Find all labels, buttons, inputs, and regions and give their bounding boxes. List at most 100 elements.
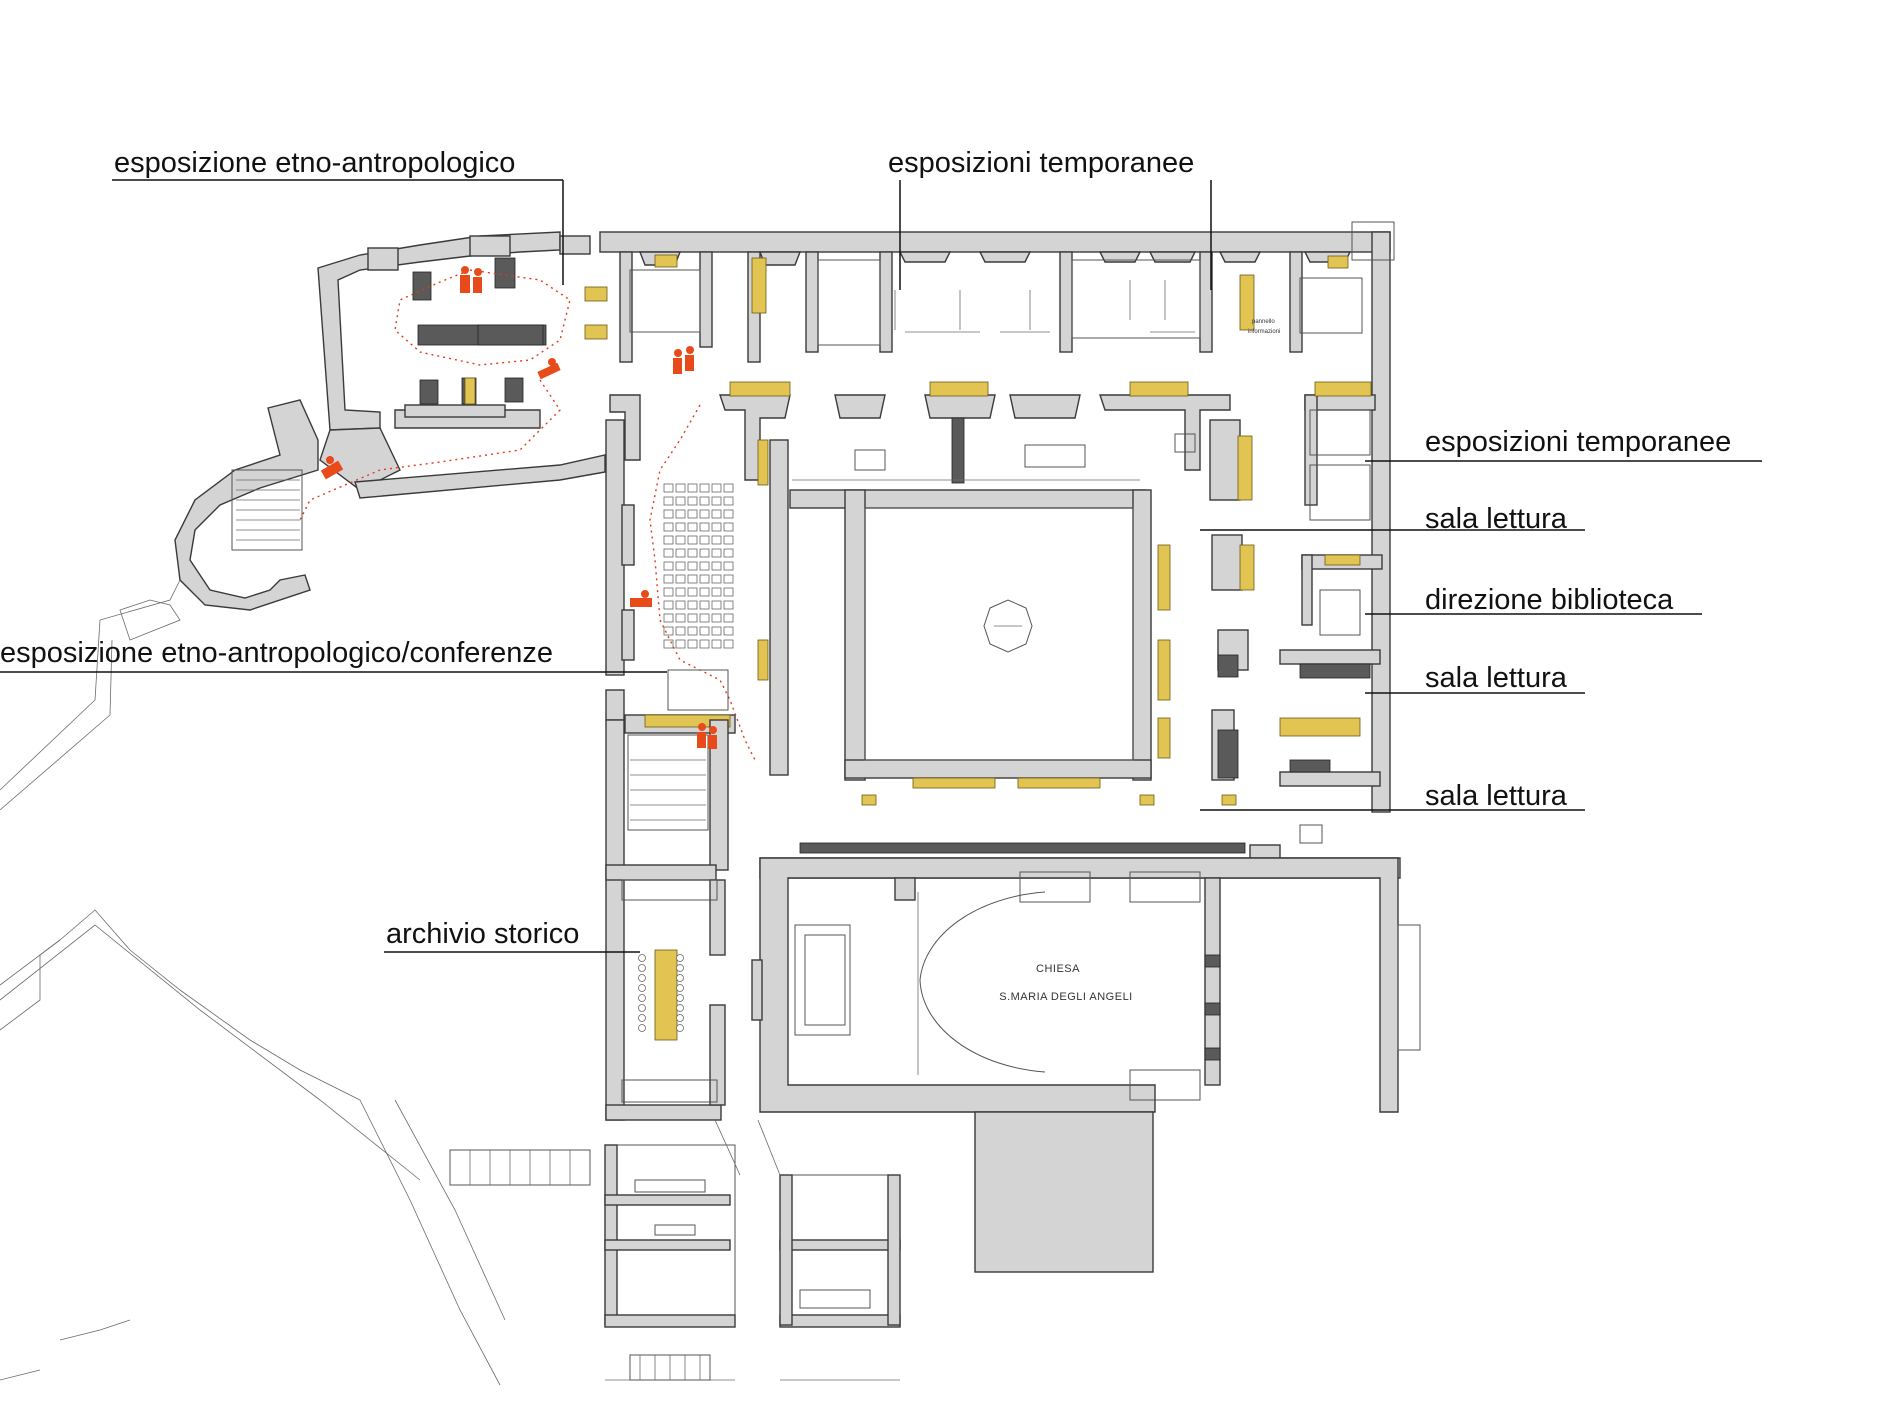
conference-seat [723, 548, 734, 558]
conference-seat [699, 561, 710, 571]
conference-seat [723, 483, 734, 493]
east-reading-rooms [1211, 409, 1383, 844]
conference-seat [687, 574, 698, 584]
conference-seat [663, 600, 674, 610]
archive-chair [676, 984, 684, 992]
conference-seat [663, 509, 674, 519]
visitor-figure [537, 358, 561, 380]
archive-chair [676, 974, 684, 982]
conference-seat [723, 509, 734, 519]
informazioni-note: informazioni [1248, 329, 1280, 335]
label-esposizioni-temporanee-top: esposizioni temporanee [888, 147, 1194, 179]
conference-seat [711, 639, 722, 649]
visitor-figure [630, 590, 652, 607]
central-courtyard [789, 489, 1237, 806]
conference-seat [699, 509, 710, 519]
conference-seat [711, 535, 722, 545]
archive-chair [638, 1004, 646, 1012]
conference-seat [699, 626, 710, 636]
conference-seat [699, 600, 710, 610]
conference-seat [675, 600, 686, 610]
conference-seat [687, 535, 698, 545]
conference-seat [699, 613, 710, 623]
conference-seat [687, 561, 698, 571]
conference-seat [723, 574, 734, 584]
conference-seat [663, 535, 674, 545]
conference-seat [663, 548, 674, 558]
conference-seat [687, 639, 698, 649]
label-esposizioni-temporanee-right: esposizioni temporanee [1425, 426, 1731, 458]
conference-seat [711, 574, 722, 584]
conference-seat [663, 561, 674, 571]
archive-chair [638, 1024, 646, 1032]
archive-stair-steps [630, 759, 706, 821]
conference-seat [711, 600, 722, 610]
conference-seat [687, 626, 698, 636]
conference-seat [711, 522, 722, 532]
archive-chair [638, 1014, 646, 1022]
north-west-wing [299, 231, 608, 521]
archive-chair [676, 994, 684, 1002]
archive-chair [638, 964, 646, 972]
visitor-figure [460, 266, 482, 293]
conference-seat [687, 509, 698, 519]
archive-chair [638, 974, 646, 982]
conference-seat [711, 561, 722, 571]
south-stair-steps [469, 1150, 571, 1185]
label-sala-lettura-3: sala lettura [1425, 780, 1568, 812]
conference-seat [687, 496, 698, 506]
conference-seat [711, 613, 722, 623]
conference-seat [675, 509, 686, 519]
conference-seat [699, 548, 710, 558]
archive-chair [676, 1004, 684, 1012]
visitor-figure [673, 346, 694, 374]
label-esposizione-etno-top: esposizione etno-antropologico [114, 147, 515, 179]
conference-seat [723, 639, 734, 649]
conference-seat [711, 626, 722, 636]
conference-seat [675, 561, 686, 571]
conference-seat [699, 535, 710, 545]
north-range: pannello informazioni [599, 221, 1395, 813]
conference-seat [675, 535, 686, 545]
conference-seat [711, 548, 722, 558]
conference-seat [711, 496, 722, 506]
west-stair-steps [236, 479, 300, 541]
conference-seat [699, 496, 710, 506]
courtyard-well [983, 599, 1033, 653]
conference-seat [687, 600, 698, 610]
conference-seat [675, 483, 686, 493]
conference-seat [723, 496, 734, 506]
conference-seat [675, 626, 686, 636]
archive-chair [676, 964, 684, 972]
label-esposizione-etno-conferenze: esposizione etno-antropologico/conferenz… [0, 637, 553, 669]
conference-room [605, 404, 789, 776]
conference-seat [699, 587, 710, 597]
conference-seat [675, 639, 686, 649]
conference-seat [663, 613, 674, 623]
conference-seat [663, 574, 674, 584]
label-sala-lettura-2: sala lettura [1425, 662, 1568, 694]
conference-seat [663, 496, 674, 506]
archive-chairs [638, 954, 684, 1032]
conference-seat [723, 535, 734, 545]
conference-seat [675, 587, 686, 597]
conference-seat [675, 574, 686, 584]
site-terrain-lines [0, 559, 506, 1386]
church-name-line2: S.MARIA DEGLI ANGELI [999, 991, 1133, 1003]
conference-seat [663, 587, 674, 597]
conference-seat [723, 587, 734, 597]
archive-chair [638, 954, 646, 962]
conference-seat [699, 522, 710, 532]
conference-seat [687, 587, 698, 597]
conference-seat [663, 483, 674, 493]
label-archivio-storico: archivio storico [386, 918, 579, 950]
room-labels: esposizione etno-antropologico esposizio… [0, 147, 1762, 953]
church-name-line1: CHIESA [1036, 963, 1080, 975]
conference-seat [663, 626, 674, 636]
conference-seat [687, 483, 698, 493]
archive-chair [676, 1014, 684, 1022]
conference-seat [687, 613, 698, 623]
archive-chair [638, 994, 646, 1002]
conference-seat [723, 561, 734, 571]
